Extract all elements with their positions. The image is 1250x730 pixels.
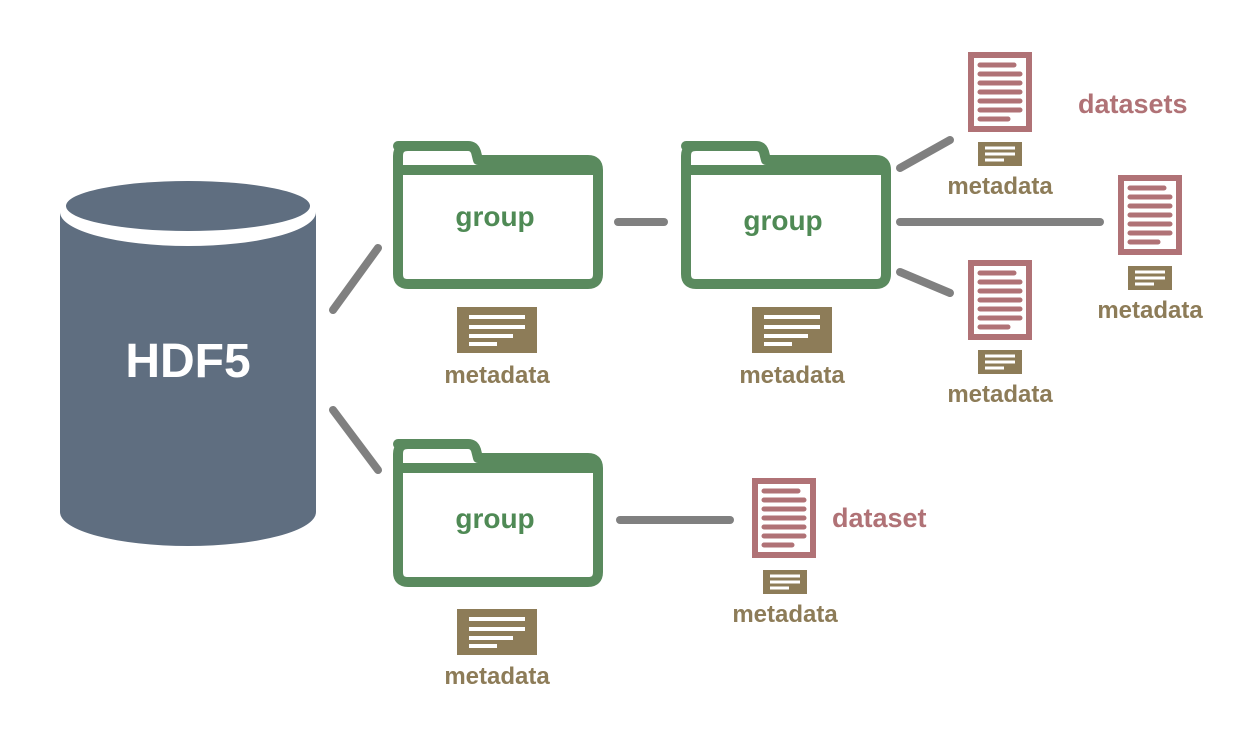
metadata-label: metadata [947,173,1053,200]
metadata-label: metadata [739,362,845,389]
datasets-label: datasets [1078,89,1188,119]
group-label: group [743,205,822,236]
group-node-3: group [398,444,598,582]
metadata-card-icon [976,348,1024,376]
connectors [329,136,1104,524]
metadata-label: metadata [947,381,1053,408]
dataset-node-a: metadata [947,55,1053,200]
connector-root-group3 [329,406,382,474]
dataset-label: dataset [832,503,927,533]
metadata-card-icon [750,305,834,355]
database-cylinder-icon: HDF5 [60,178,316,546]
metadata-card-icon [455,305,539,355]
root-label: HDF5 [125,335,250,388]
group-node-2: group [686,146,886,284]
dataset-node-c: metadata [947,263,1053,408]
metadata-node-group2: metadata [739,305,845,389]
metadata-card-icon [976,140,1024,168]
group-label: group [455,503,534,534]
connector-group2-dataset-c [896,268,954,297]
dataset-node-d: metadata [732,481,838,628]
metadata-node-group3: metadata [444,607,550,690]
group-label: group [455,201,534,232]
metadata-label: metadata [1097,297,1203,324]
connector-group2-dataset-a [896,136,954,172]
document-icon [971,55,1029,129]
dataset-node-b: metadata [1097,178,1203,324]
metadata-node-group1: metadata [444,305,550,389]
metadata-label: metadata [732,601,838,628]
metadata-label: metadata [444,663,550,690]
document-icon [971,263,1029,337]
group-node-1: group [398,146,598,284]
document-icon [755,481,813,555]
metadata-card-icon [455,607,539,657]
metadata-card-icon [761,568,809,596]
metadata-card-icon [1126,264,1174,292]
document-icon [1121,178,1179,252]
connector-root-group1 [329,244,382,314]
metadata-label: metadata [444,362,550,389]
